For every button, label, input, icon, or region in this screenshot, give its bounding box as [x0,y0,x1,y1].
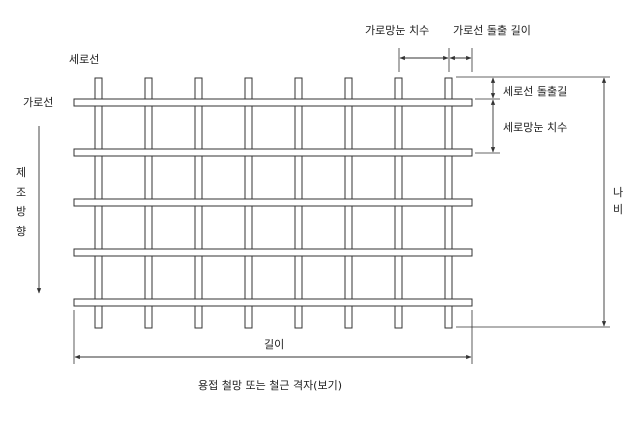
width-char-2: 비 [613,203,623,216]
horizontal-overhang-label: 가로선 돌출 길이 [453,24,531,37]
direction-char-1: 제 [16,166,26,179]
horizontal-wire [73,298,473,307]
diagram-caption: 용접 철망 또는 철근 격자(보기) [198,379,342,392]
horizontal-wire [73,98,473,107]
vertical-mesh-size-label: 세로망눈 치수 [503,121,567,134]
direction-char-2: 조 [16,186,26,199]
direction-char-3: 방 [16,205,26,218]
horizontal-mesh-size-label: 가로망눈 치수 [365,24,429,37]
horizontal-wire [73,248,473,257]
direction-char-4: 향 [16,225,26,238]
horizontal-wire [73,198,473,207]
horizontal-wires [73,98,473,307]
horizontal-wire-label: 가로선 [23,96,53,109]
horizontal-wire [73,148,473,157]
vertical-wire-label: 세로선 [69,53,99,66]
vertical-overhang-label: 세로선 돌출길 [503,85,567,98]
length-label: 길이 [264,338,284,351]
width-char-1: 나 [613,186,623,199]
